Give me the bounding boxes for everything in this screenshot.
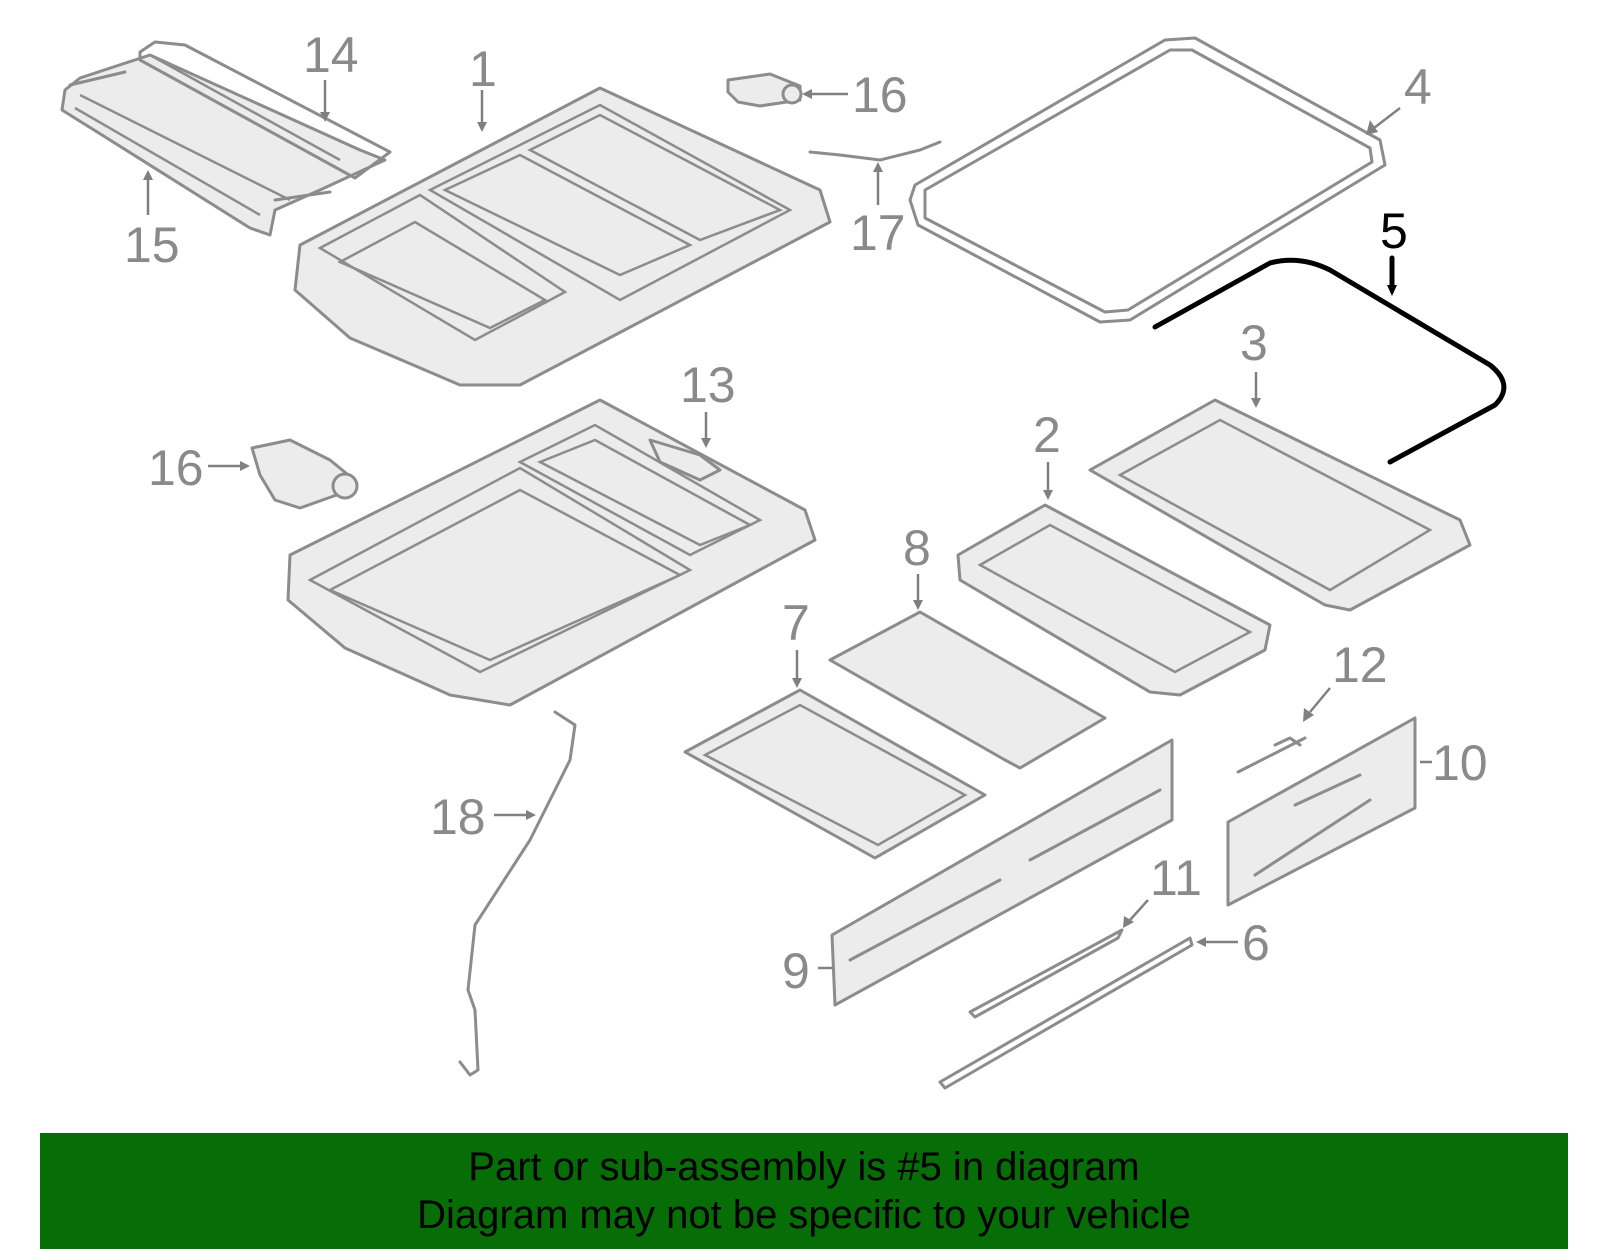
callout-leaders bbox=[143, 80, 1432, 970]
part-16-motor-upper bbox=[726, 72, 803, 108]
part-5-seal-highlighted bbox=[1152, 257, 1507, 465]
part-10-rail-kit bbox=[1226, 716, 1417, 907]
callout-15: 15 bbox=[124, 217, 180, 273]
callout-12: 12 bbox=[1332, 637, 1388, 693]
part-8-sunshade bbox=[828, 610, 1107, 770]
part-2-panel bbox=[956, 503, 1272, 697]
callout-17: 17 bbox=[850, 205, 906, 261]
part-18-hose bbox=[458, 710, 577, 1077]
callout-16-upper: 16 bbox=[852, 67, 908, 123]
banner-line-2: Diagram may not be specific to your vehi… bbox=[417, 1193, 1191, 1237]
callout-18: 18 bbox=[430, 789, 486, 845]
callout-3: 3 bbox=[1240, 315, 1268, 371]
callout-2: 2 bbox=[1033, 407, 1061, 463]
part-12-bracket bbox=[1236, 736, 1307, 774]
callout-16-lower: 16 bbox=[148, 440, 204, 496]
callout-13: 13 bbox=[680, 357, 736, 413]
callout-5-leader bbox=[1387, 255, 1397, 296]
callout-4: 4 bbox=[1404, 59, 1432, 115]
part-4-seal bbox=[908, 36, 1387, 324]
part-1-frame bbox=[293, 86, 832, 387]
banner-line-1: Part or sub-assembly is #5 in diagram bbox=[468, 1145, 1140, 1189]
callout-5: 5 bbox=[1380, 203, 1408, 259]
part-17-hose bbox=[808, 140, 942, 162]
info-banner: Part or sub-assembly is #5 in diagram Di… bbox=[40, 1133, 1568, 1249]
part-14-seal bbox=[138, 40, 392, 180]
callout-8: 8 bbox=[903, 520, 931, 576]
part-6-rail bbox=[938, 936, 1194, 1090]
part-11-rail bbox=[968, 928, 1124, 1019]
part-13-frame bbox=[286, 398, 817, 707]
callout-14: 14 bbox=[303, 27, 359, 83]
callout-6: 6 bbox=[1242, 915, 1270, 971]
part-9-rail-kit bbox=[830, 738, 1174, 1007]
callout-11: 11 bbox=[1150, 850, 1202, 906]
part-7-sunshade bbox=[683, 688, 987, 860]
callout-1: 1 bbox=[469, 41, 497, 97]
callout-10: 10 bbox=[1432, 735, 1488, 791]
part-16-motor-lower bbox=[250, 438, 359, 510]
part-3-panel bbox=[1088, 398, 1472, 612]
callout-7: 7 bbox=[782, 595, 810, 651]
part-15-deflector bbox=[60, 53, 387, 237]
callout-9: 9 bbox=[782, 943, 810, 999]
